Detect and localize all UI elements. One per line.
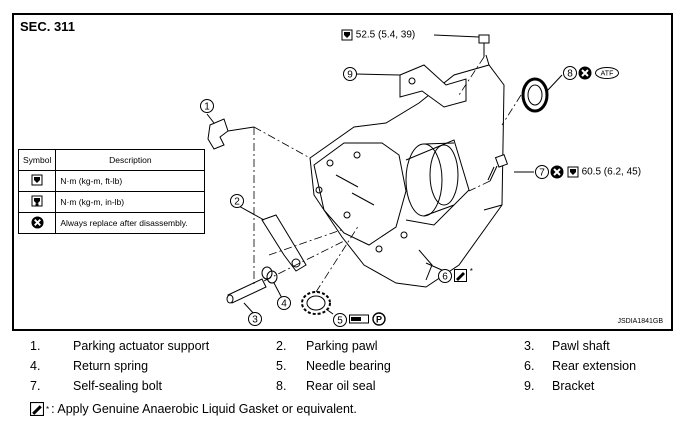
legend-row: 1. Parking actuator support 2. Parking p… — [30, 339, 670, 359]
part-number: 9. — [524, 379, 535, 393]
replace-icon — [550, 165, 564, 179]
self-sealing-bolt-drawing — [487, 153, 509, 182]
pawl-shaft-drawing — [226, 278, 267, 304]
self-sealing-bolt-callout: 60.5 (6.2, 45) — [550, 165, 641, 179]
part-callout-label: 1 — [204, 102, 210, 113]
asterisk-mark: * — [469, 267, 473, 276]
rear-extension-drawing — [309, 54, 505, 288]
part-number: 2. — [276, 339, 287, 353]
part-number: 6. — [524, 359, 535, 373]
bracket-bolt-torque-value: 52.5 (5.4, 39) — [355, 29, 416, 41]
torque-icon — [31, 174, 43, 186]
part-callout-label: 2 — [234, 197, 240, 208]
description-header: Description — [55, 149, 206, 171]
torque-icon — [341, 29, 353, 41]
bolt-top-drawing — [478, 34, 490, 57]
part-callout-label: 4 — [281, 299, 287, 310]
oil-seal-callout: ATF — [578, 66, 619, 80]
part-callout-label: 8 — [567, 69, 573, 80]
symbol-table: Symbol Description N·m (kg-m, ft-lb) N·m… — [17, 149, 206, 234]
part-name: Rear oil seal — [306, 379, 376, 393]
part-name: Pawl shaft — [552, 339, 610, 353]
part-name: Return spring — [73, 359, 149, 373]
footnote-text: : Apply Genuine Anaerobic Liquid Gasket … — [51, 402, 357, 416]
bracket-drawing — [399, 64, 467, 108]
torque-icon — [567, 166, 579, 178]
part-name: Rear extension — [552, 359, 637, 373]
liquid-gasket-icon — [454, 269, 467, 283]
part-name: Bracket — [552, 379, 595, 393]
parking-pawl-drawing — [261, 214, 307, 272]
part-number: 3. — [524, 339, 535, 353]
svg-text:ATF: ATF — [600, 71, 613, 78]
part-number: 7. — [30, 379, 41, 393]
rear-oil-seal-drawing — [521, 77, 549, 113]
part-number: 1. — [30, 339, 41, 353]
part-name: Self-sealing bolt — [73, 379, 162, 393]
needle-bearing-drawing — [301, 291, 331, 315]
exploded-view-diagram: 1 2 3 4 5 6 7 8 9 — [200, 34, 577, 327]
part-callout-label: 9 — [347, 70, 353, 81]
symbol-description: Always replace after disassembly. — [55, 212, 206, 234]
replace-icon — [31, 215, 44, 229]
asterisk-mark: * — [46, 404, 50, 414]
rear-extension-gasket-callout: * — [454, 267, 473, 283]
table-row: N·m (kg-m, ft-lb) — [17, 170, 206, 192]
grease-icon — [349, 314, 369, 324]
diagram-frame: SEC. 311 — [12, 13, 673, 331]
symbol-header: Symbol — [17, 149, 57, 171]
part-callouts: 1 2 3 4 5 6 7 8 9 — [200, 34, 577, 327]
table-row: Always replace after disassembly. — [17, 212, 206, 234]
torque-small-icon — [31, 195, 43, 207]
needle-bearing-callout: P — [349, 312, 386, 326]
table-row: N·m (kg-m, in-lb) — [17, 191, 206, 213]
petroleum-jelly-icon: P — [372, 312, 386, 326]
symbol-description: N·m (kg-m, in-lb) — [55, 191, 206, 213]
symbol-description: N·m (kg-m, ft-lb) — [55, 170, 206, 192]
part-callout-label: 3 — [252, 315, 258, 326]
image-code: JSDIA1841GB — [617, 318, 663, 325]
legend-row: 7. Self-sealing bolt 8. Rear oil seal 9.… — [30, 379, 670, 399]
return-spring-drawing — [261, 266, 278, 284]
replace-icon — [578, 66, 592, 80]
part-number: 4. — [30, 359, 41, 373]
footnote: * : Apply Genuine Anaerobic Liquid Gaske… — [30, 402, 357, 416]
self-sealing-bolt-torque-value: 60.5 (6.2, 45) — [581, 166, 642, 178]
svg-text:P: P — [376, 315, 382, 325]
part-callout-label: 7 — [539, 168, 545, 179]
part-number: 5. — [276, 359, 287, 373]
part-name: Parking actuator support — [73, 339, 210, 353]
part-callout-label: 5 — [337, 316, 343, 327]
bracket-bolt-torque-callout: 52.5 (5.4, 39) — [341, 29, 415, 41]
atf-badge: ATF — [594, 67, 619, 79]
part-name: Needle bearing — [306, 359, 391, 373]
part-number: 8. — [276, 379, 287, 393]
parts-legend: 1. Parking actuator support 2. Parking p… — [30, 339, 670, 399]
section-label: SEC. 311 — [20, 19, 75, 34]
parking-actuator-support-drawing — [207, 118, 255, 150]
part-callout-label: 6 — [442, 272, 448, 283]
liquid-gasket-icon — [30, 402, 44, 416]
alignment-lines — [253, 56, 522, 293]
legend-row: 4. Return spring 5. Needle bearing 6. Re… — [30, 359, 670, 379]
part-name: Parking pawl — [306, 339, 378, 353]
